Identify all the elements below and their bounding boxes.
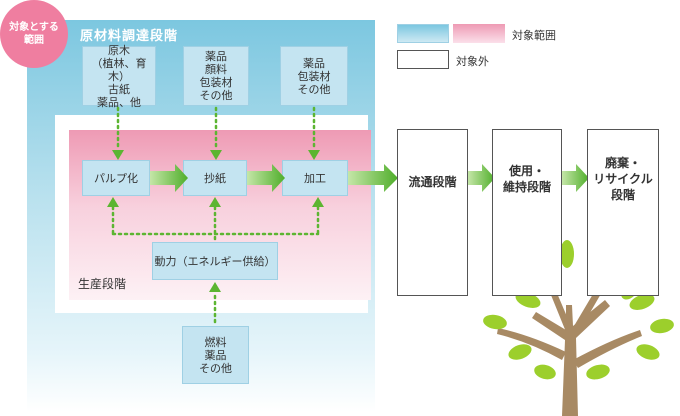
tree-trunk [532,300,610,416]
process-box-power: 動力（エネルギー供給） [152,242,278,280]
arrowhead-to-processing [308,150,320,160]
arrow-distribution-to-use [468,164,495,192]
materials-box-chemicals-process: 薬品 包装材 その他 [280,46,348,106]
legend-in-scope-swatch-blue [397,24,449,43]
legend-out-scope-swatch [397,50,449,69]
leaf [508,344,532,360]
process-box-papermaking: 抄紙 [183,160,247,196]
legend-in-scope-label: 対象範囲 [512,29,556,42]
arrowhead-power-to-processing [312,197,324,207]
production-stage-title: 生産段階 [78,277,127,291]
stage-box-distribution: 流通段階 [397,129,468,296]
arrow-processing-to-distribution [348,164,398,192]
arrowhead-to-pulping [112,150,124,160]
stage-box-use: 使用・ 維持段階 [492,129,562,296]
leaf [629,294,655,310]
arrow-pulping-to-papermaking [150,164,188,192]
materials-stage-title: 原材料調達段階 [80,29,179,44]
leaf [586,364,610,380]
leaf [636,344,660,360]
leaf [534,364,556,380]
legend-in-scope-swatch-pink [453,24,505,43]
materials-box-chemicals-pulp: 薬品 顔料 包装材 その他 [183,46,249,106]
arrowhead-power-to-pulping [107,197,119,207]
materials-box-wood: 原木 （植林、育木） 古紙 薬品、他 [82,44,156,109]
leaf [650,318,674,334]
arrowhead-power-to-papermaking [209,197,221,207]
process-box-pulping: パルプ化 [82,160,150,196]
leaf [483,314,507,330]
scope-badge: 対象とする 範囲 [0,0,68,68]
arrow-use-to-disposal [562,164,589,192]
legend-out-scope-label: 対象外 [456,55,489,68]
arrow-papermaking-to-processing [247,164,285,192]
process-box-processing: 加工 [282,160,348,196]
materials-box-fuel: 燃料 薬品 その他 [182,326,249,384]
leaf [515,292,541,308]
arrowhead-fuel-to-power [209,282,221,292]
stage-box-disposal: 廃棄・ リサイクル 段階 [587,129,659,296]
leaf [560,240,574,268]
arrowhead-to-papermaking [210,150,222,160]
